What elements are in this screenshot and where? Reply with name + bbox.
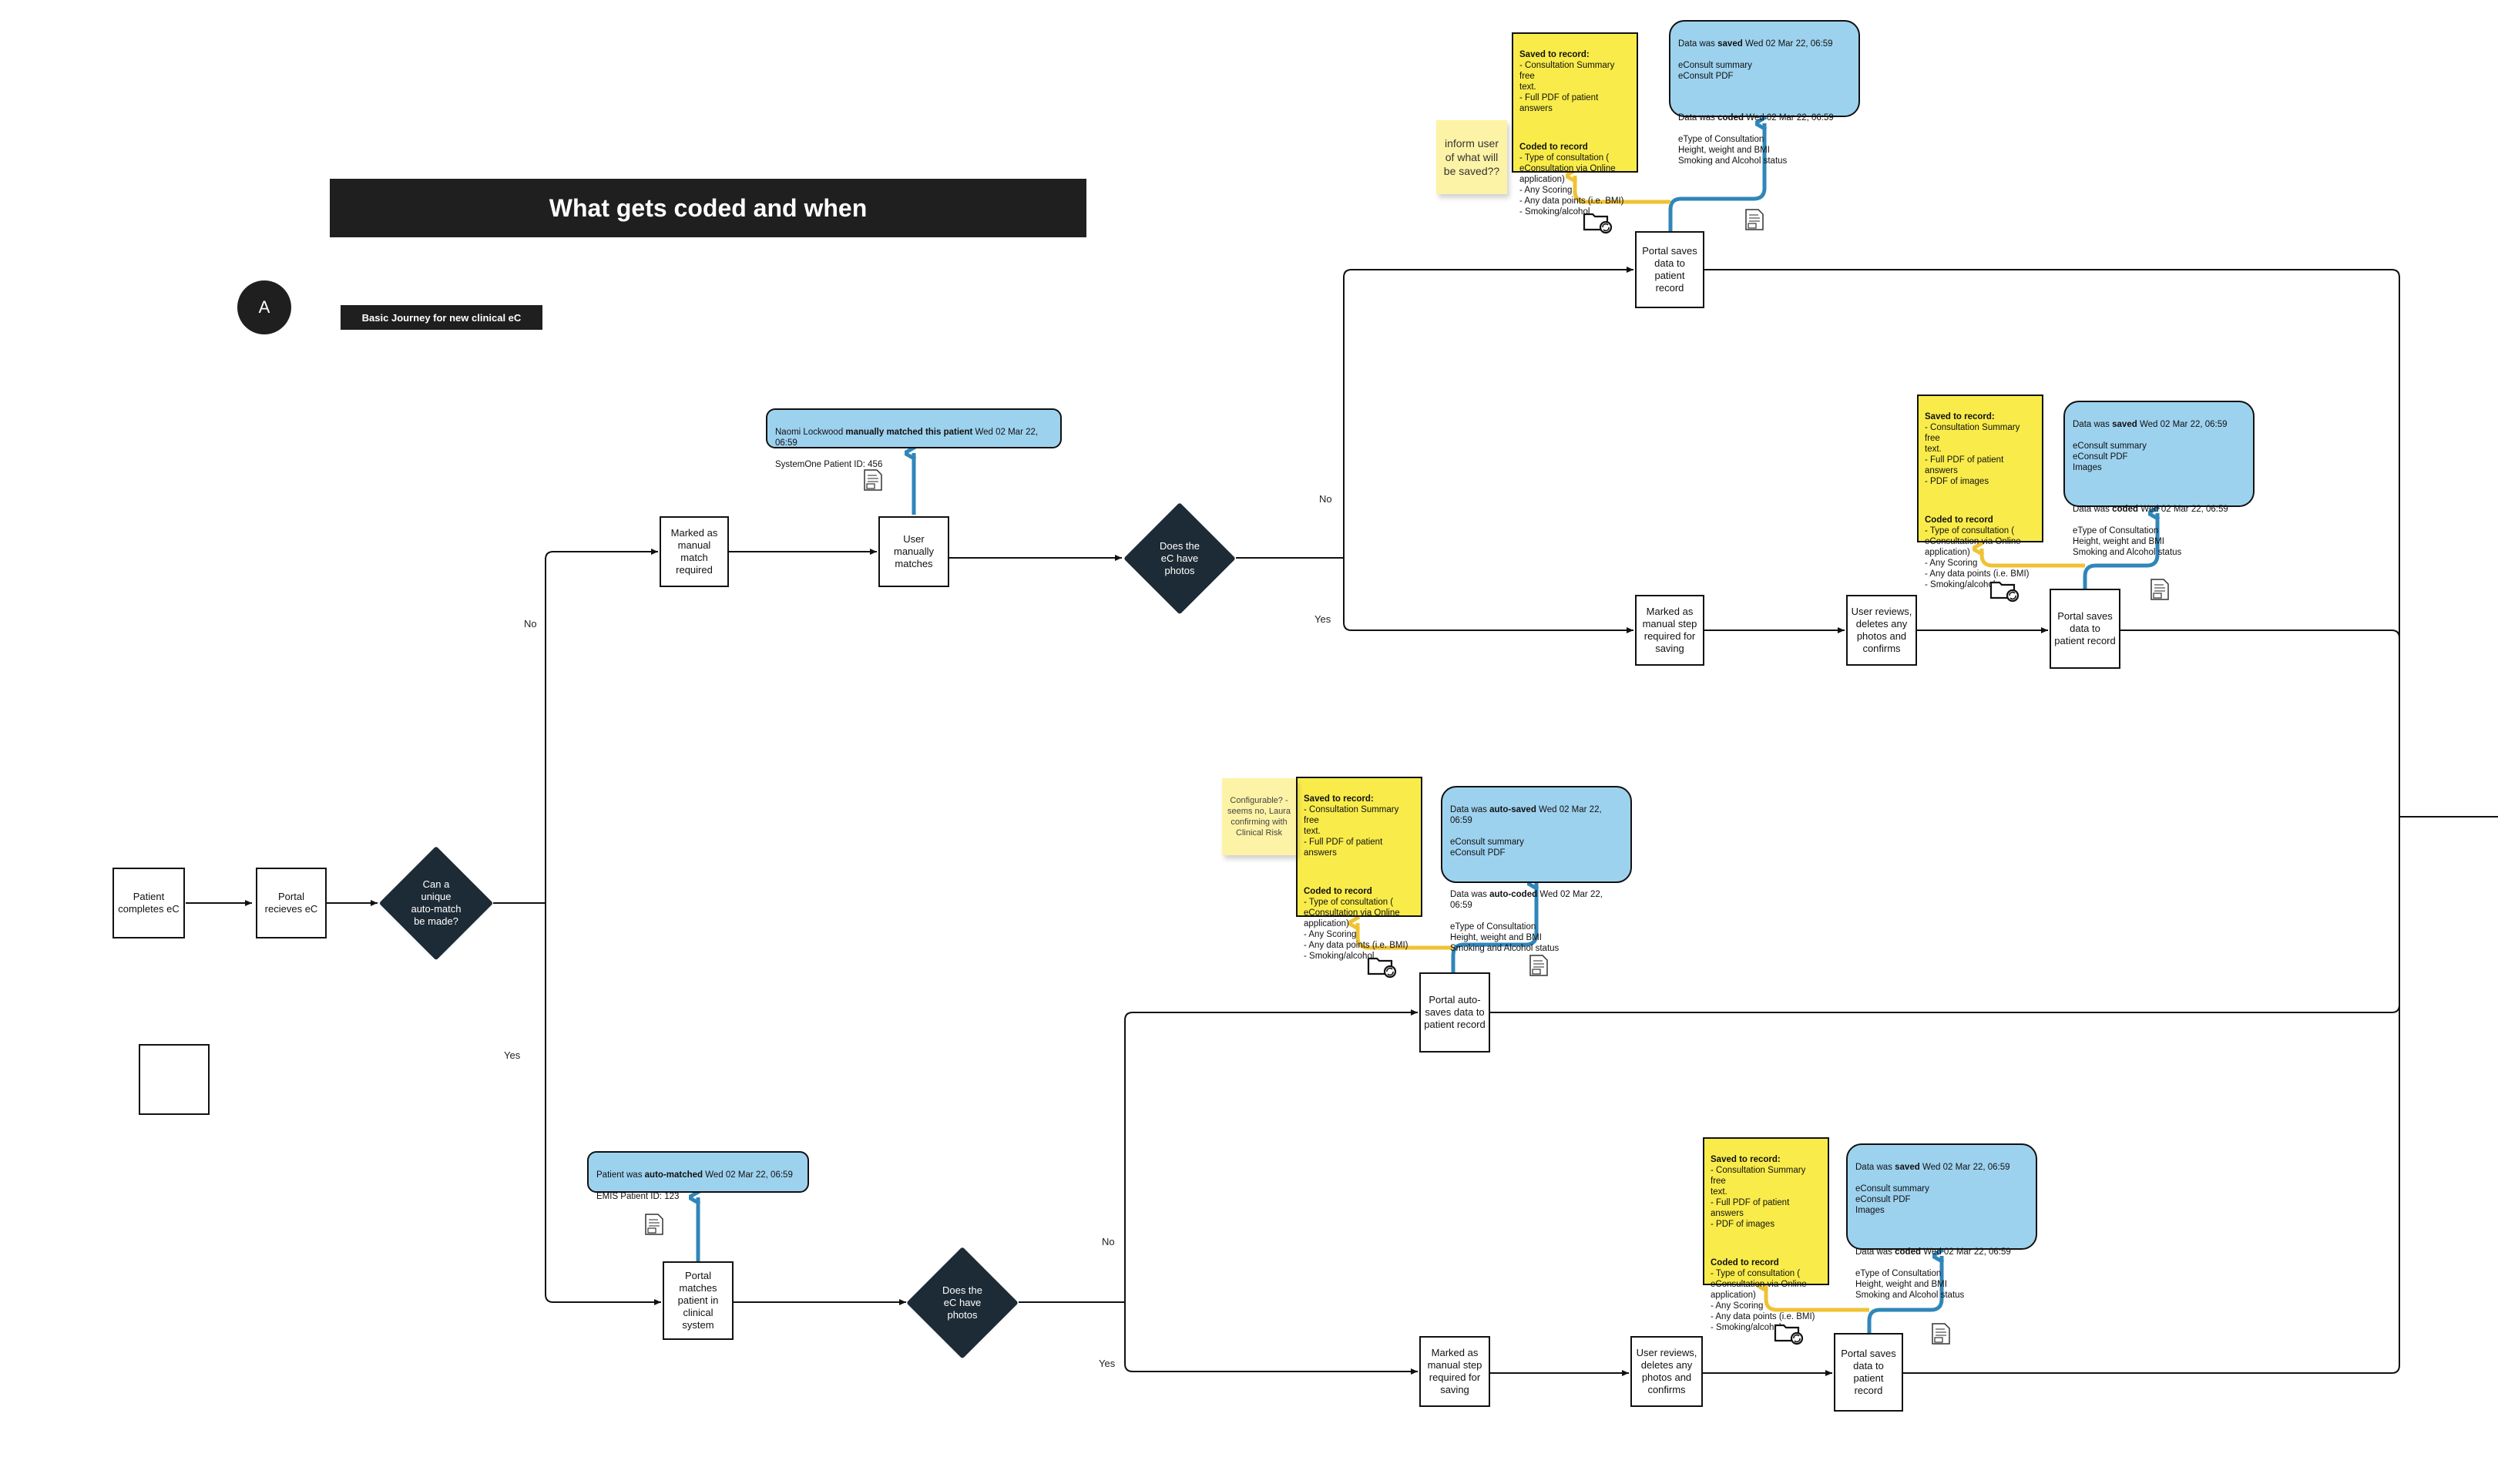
journey-subtitle: Basic Journey for new clinical eC — [341, 305, 542, 330]
node-portal-saves-mid[interactable]: Portal saves data to patient record — [2050, 589, 2120, 669]
note-auto-match-line2: EMIS Patient ID: 123 — [596, 1192, 680, 1201]
decision-auto-match-label: Can a unique auto-match be made? — [411, 878, 462, 927]
note-yellow-autosave-coded-body: - Type of consultation ( eConsultation v… — [1304, 898, 1408, 961]
folder-sync-icon — [1989, 581, 2020, 603]
node-user-manually-matches[interactable]: User manually matches — [878, 516, 949, 587]
note-yellow-autosave-saved-head: Saved to record: — [1304, 794, 1374, 804]
note-yellow-top-saved-head: Saved to record: — [1519, 50, 1590, 59]
note-save-mid-coded-body: eType of Consultation Height, weight and… — [2073, 526, 2182, 557]
node-portal-saves-top[interactable]: Portal saves data to patient record — [1635, 231, 1704, 308]
document-icon — [864, 469, 882, 491]
folder-sync-icon — [1583, 213, 1613, 234]
decision-photos-top[interactable]: Does the eC have photos — [1123, 502, 1236, 615]
edge-label-yes-photos-top: Yes — [1314, 613, 1331, 625]
note-manual-match: Naomi Lockwood manually matched this pat… — [766, 408, 1062, 469]
note-yellow-bottom: Saved to record: - Consultation Summary … — [1703, 1137, 1829, 1332]
edge-label-no-photos-bottom: No — [1102, 1236, 1115, 1247]
note-save-bottom: Data was saved Wed 02 Mar 22, 06:59 eCon… — [1846, 1143, 2037, 1300]
node-user-reviews-bottom[interactable]: User reviews, deletes any photos and con… — [1630, 1336, 1703, 1407]
node-user-reviews-top[interactable]: User reviews, deletes any photos and con… — [1846, 595, 1917, 666]
decision-auto-match[interactable]: Can a unique auto-match be made? — [379, 846, 493, 960]
sticky-configurable[interactable]: Configurable? - seems no, Laura confirmi… — [1222, 778, 1296, 855]
note-yellow-mid-saved-head: Saved to record: — [1925, 412, 1995, 421]
document-icon — [2150, 579, 2169, 600]
note-autosave-saved: Data was auto-saved Wed 02 Mar 22, 06:59 — [1450, 805, 1602, 825]
note-autosave: Data was auto-saved Wed 02 Mar 22, 06:59… — [1441, 786, 1632, 953]
note-save-bottom-saved: Data was saved Wed 02 Mar 22, 06:59 — [1855, 1163, 2010, 1172]
document-icon — [1745, 209, 1764, 230]
folder-sync-icon — [1774, 1324, 1804, 1345]
note-yellow-bottom-coded-head: Coded to record — [1711, 1258, 1779, 1267]
note-autosave-coded: Data was auto-coded Wed 02 Mar 22, 06:59 — [1450, 890, 1603, 910]
edge-label-no-auto-match: No — [524, 618, 537, 630]
note-save-bottom-coded: Data was coded Wed 02 Mar 22, 06:59 — [1855, 1247, 2011, 1257]
note-yellow-mid-coded-body: - Type of consultation ( eConsultation v… — [1925, 526, 2030, 589]
note-yellow-bottom-saved-head: Saved to record: — [1711, 1155, 1781, 1164]
note-yellow-autosave-saved-body: - Consultation Summary free text. - Full… — [1304, 805, 1399, 858]
note-manual-match-line1: Naomi Lockwood manually matched this pat… — [775, 428, 1039, 448]
note-save-top-saved-body: eConsult summary eConsult PDF — [1678, 61, 1752, 81]
note-auto-match: Patient was auto-matched Wed 02 Mar 22, … — [587, 1151, 809, 1201]
note-yellow-top-coded-head: Coded to record — [1519, 143, 1588, 152]
page-title: What gets coded and when — [330, 179, 1086, 237]
note-save-top-coded-body: eType of Consultation Height, weight and… — [1678, 135, 1788, 166]
note-save-top-saved: Data was saved Wed 02 Mar 22, 06:59 — [1678, 39, 1833, 49]
document-icon — [1529, 955, 1548, 976]
note-yellow-bottom-saved-body: - Consultation Summary free text. - Full… — [1711, 1166, 1806, 1229]
note-autosave-coded-body: eType of Consultation Height, weight and… — [1450, 922, 1560, 953]
note-autosave-saved-body: eConsult summary eConsult PDF — [1450, 838, 1524, 858]
note-yellow-bottom-coded-body: - Type of consultation ( eConsultation v… — [1711, 1269, 1815, 1332]
note-yellow-mid-saved-body: - Consultation Summary free text. - Full… — [1925, 423, 2020, 486]
note-yellow-mid: Saved to record: - Consultation Summary … — [1917, 395, 2043, 589]
note-save-bottom-saved-body: eConsult summary eConsult PDF Images — [1855, 1184, 1929, 1215]
empty-placeholder-box[interactable] — [139, 1044, 210, 1115]
node-portal-saves-bottom[interactable]: Portal saves data to patient record — [1834, 1333, 1903, 1412]
decision-photos-top-label: Does the eC have photos — [1159, 540, 1200, 576]
document-icon — [645, 1214, 663, 1235]
note-save-top-coded: Data was coded Wed 02 Mar 22, 06:59 — [1678, 113, 1834, 123]
note-yellow-autosave: Saved to record: - Consultation Summary … — [1296, 777, 1422, 961]
note-auto-match-line1: Patient was auto-matched Wed 02 Mar 22, … — [596, 1170, 793, 1180]
node-portal-auto-saves[interactable]: Portal auto- saves data to patient recor… — [1419, 972, 1490, 1053]
note-yellow-mid-coded-head: Coded to record — [1925, 515, 1993, 525]
edge-label-yes-photos-bottom: Yes — [1099, 1358, 1116, 1369]
node-marked-manual-step-top[interactable]: Marked as manual step required for savin… — [1635, 595, 1704, 666]
note-save-mid-saved-body: eConsult summary eConsult PDF Images — [2073, 442, 2147, 472]
node-marked-manual-step-bottom[interactable]: Marked as manual step required for savin… — [1419, 1336, 1490, 1407]
decision-photos-bottom[interactable]: Does the eC have photos — [906, 1247, 1019, 1359]
note-save-bottom-coded-body: eType of Consultation Height, weight and… — [1855, 1269, 1965, 1300]
section-letter-badge: A — [237, 280, 291, 334]
note-yellow-autosave-coded-head: Coded to record — [1304, 887, 1372, 896]
node-patient-completes[interactable]: Patient completes eC — [112, 868, 185, 938]
note-save-mid-saved: Data was saved Wed 02 Mar 22, 06:59 — [2073, 420, 2228, 429]
note-yellow-top: Saved to record: - Consultation Summary … — [1512, 32, 1638, 217]
note-save-top: Data was saved Wed 02 Mar 22, 06:59 eCon… — [1669, 20, 1860, 166]
edge-label-no-photos-top: No — [1319, 493, 1332, 505]
note-yellow-top-saved-body: - Consultation Summary free text. - Full… — [1519, 61, 1615, 113]
node-portal-receives[interactable]: Portal recieves eC — [256, 868, 327, 938]
edge-label-yes-auto-match: Yes — [504, 1049, 521, 1061]
note-save-mid: Data was saved Wed 02 Mar 22, 06:59 eCon… — [2063, 401, 2255, 557]
note-save-mid-coded: Data was coded Wed 02 Mar 22, 06:59 — [2073, 505, 2228, 514]
note-yellow-top-coded-body: - Type of consultation ( eConsultation v… — [1519, 153, 1624, 217]
node-marked-manual-match[interactable]: Marked as manual match required — [660, 516, 729, 587]
note-manual-match-line2: SystemOne Patient ID: 456 — [775, 460, 883, 469]
decision-photos-bottom-label: Does the eC have photos — [942, 1284, 983, 1321]
node-portal-matches[interactable]: Portal matches patient in clinical syste… — [663, 1261, 734, 1340]
folder-sync-icon — [1367, 957, 1397, 979]
document-icon — [1932, 1323, 1950, 1345]
sticky-inform-user[interactable]: inform user of what will be saved?? — [1436, 120, 1507, 194]
